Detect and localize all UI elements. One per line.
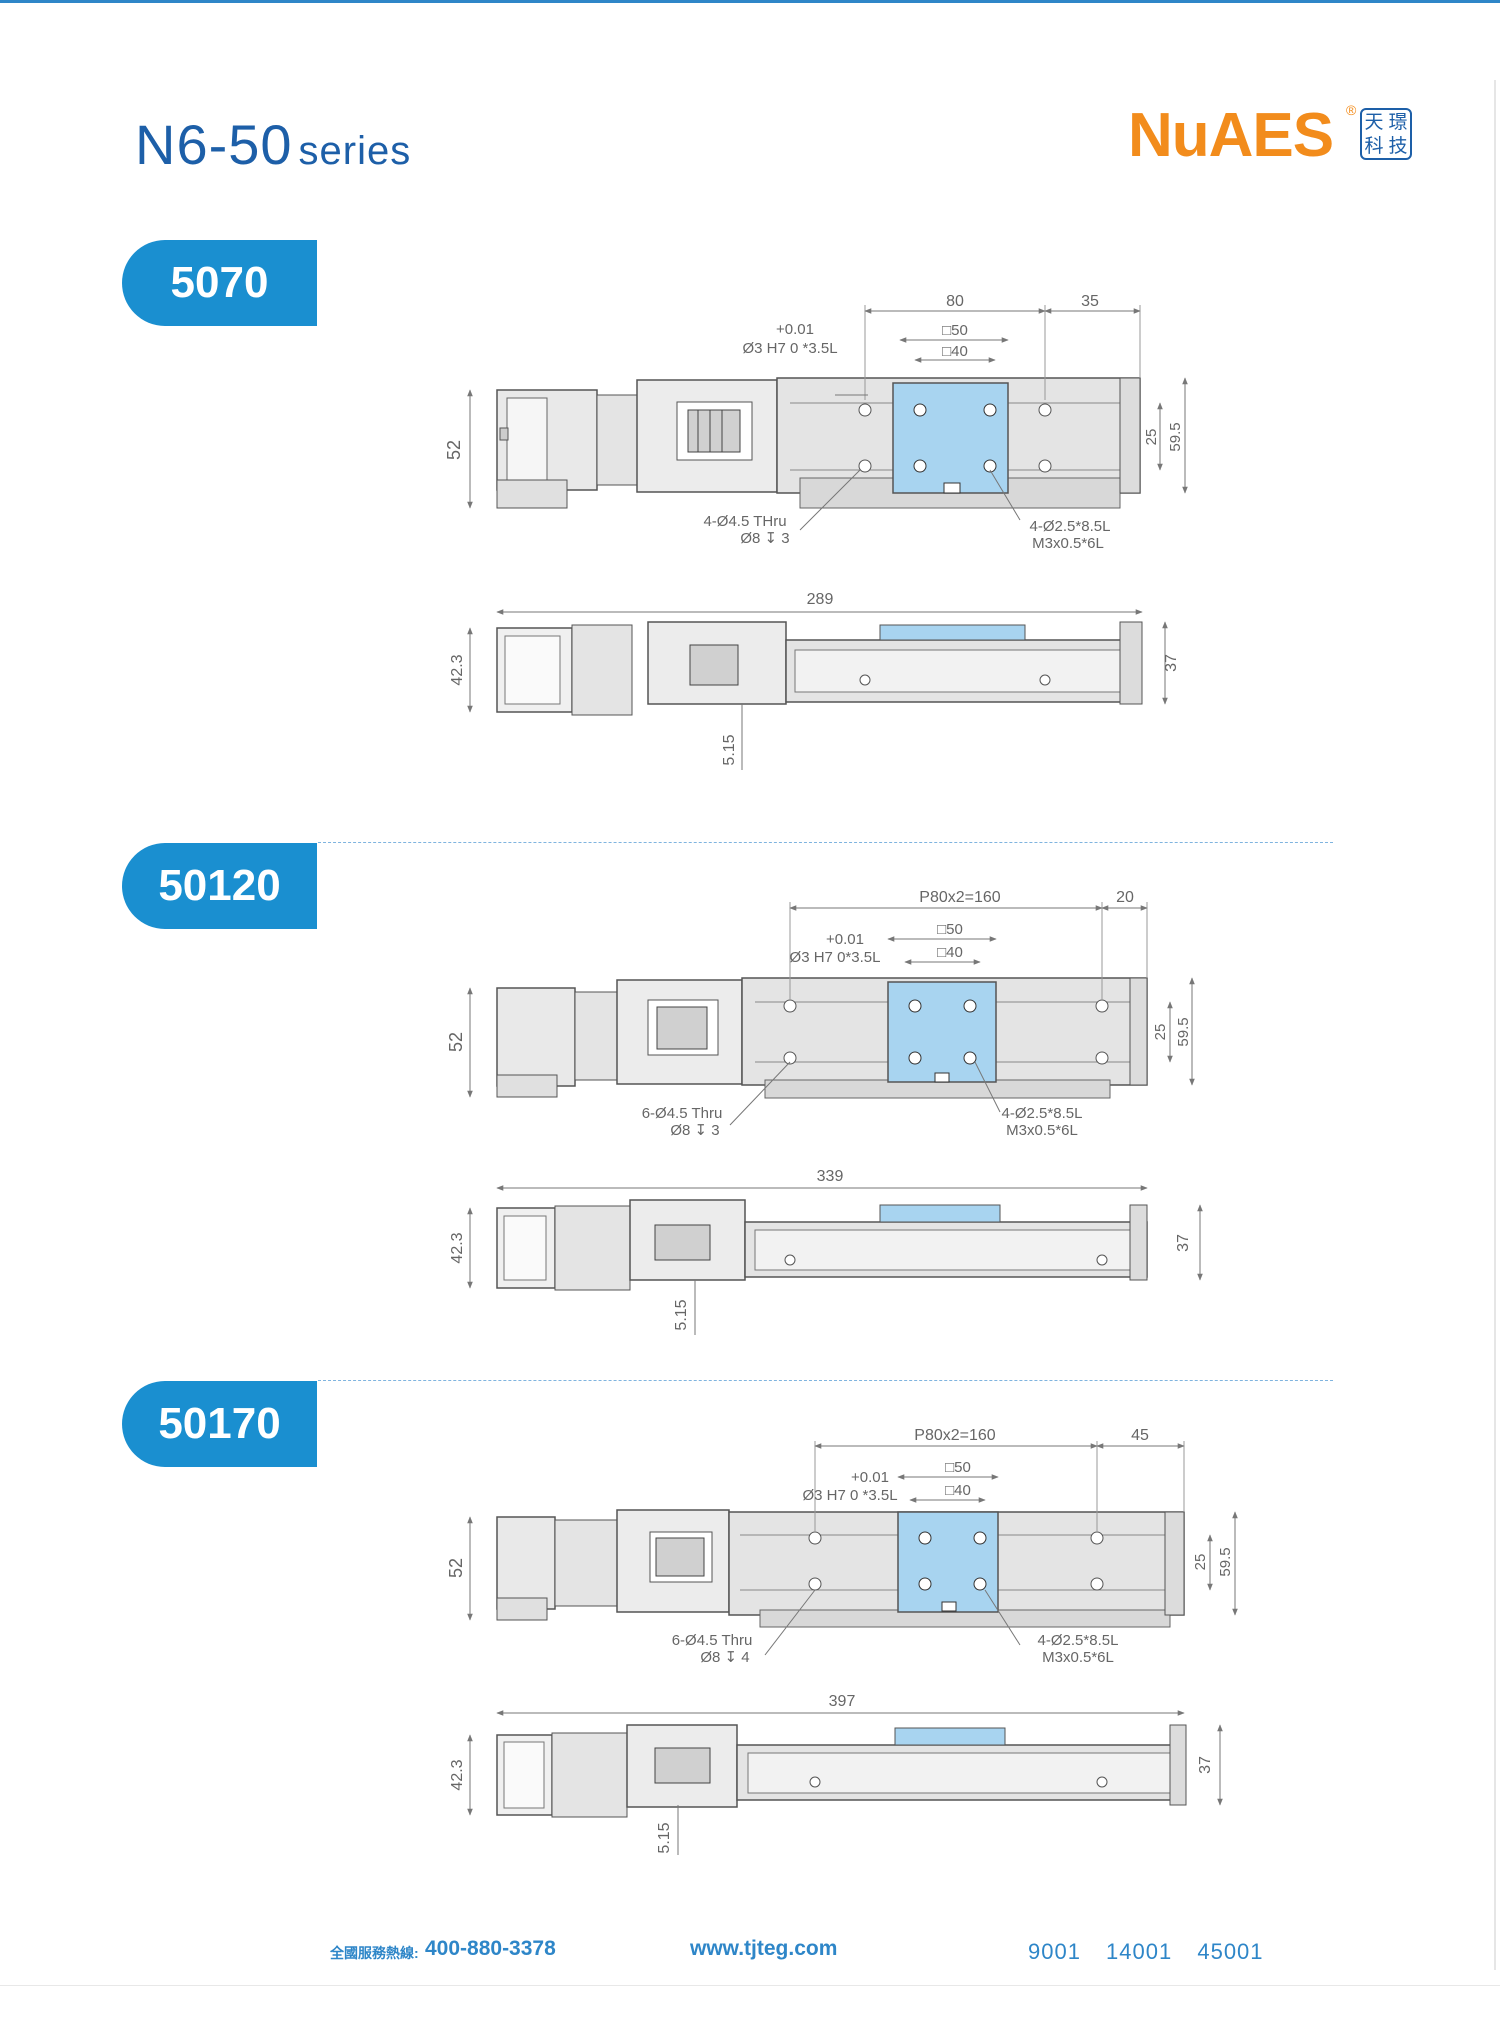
dim-pin-spec: Ø3 H7 0*3.5L bbox=[790, 949, 881, 966]
iso-certifications: 9001 14001 45001 bbox=[1028, 1939, 1264, 1964]
dim-motor-height: 52 bbox=[446, 1032, 466, 1052]
dim-offset: 5.15 bbox=[673, 1299, 690, 1330]
model-badge-50120: 50120 bbox=[122, 843, 317, 929]
dim-square-inner: □40 bbox=[945, 1482, 971, 1499]
dim-square-outer: □50 bbox=[937, 921, 963, 938]
logo-registered-mark: ® bbox=[1346, 102, 1357, 118]
logo-seal: 天 璟 科 技 bbox=[1360, 108, 1412, 160]
dim-tap-spec: M3x0.5*6L bbox=[1042, 1649, 1114, 1666]
dim-pin-spec: Ø3 H7 0 *3.5L bbox=[742, 340, 837, 357]
dim-pitch: P80x2=160 bbox=[919, 889, 1001, 906]
dim-inner-height: 25 bbox=[1143, 429, 1160, 446]
title-series: series bbox=[298, 129, 412, 173]
dim-inner-height: 25 bbox=[1192, 1554, 1209, 1571]
logo-text: NuAES bbox=[1128, 101, 1334, 170]
dim-height: 37 bbox=[1175, 1234, 1192, 1252]
dim-tap-spec: M3x0.5*6L bbox=[1032, 535, 1104, 552]
dim-height: 37 bbox=[1163, 654, 1180, 672]
top-view-5070: 80 35 +0.01 Ø3 H7 0 *3.5L □50 □40 52 25 … bbox=[444, 293, 1188, 552]
seal-char: 天 bbox=[1364, 111, 1384, 133]
dim-pin-tolerance: +0.01 bbox=[826, 931, 864, 948]
dim-pin-spec: Ø3 H7 0 *3.5L bbox=[802, 1487, 897, 1504]
dim-height: 37 bbox=[1197, 1756, 1214, 1774]
dim-tap-holes: 4-Ø2.5*8.5L bbox=[1038, 1632, 1119, 1649]
dim-pin-tolerance: +0.01 bbox=[851, 1469, 889, 1486]
side-view-50120: 339 42.3 37 5.15 bbox=[449, 1168, 1203, 1335]
top-view-50170: P80x2=160 45 +0.01 Ø3 H7 0 *3.5L □50 □40… bbox=[446, 1427, 1238, 1666]
dim-motor-height: 52 bbox=[444, 440, 464, 460]
dim-length: 397 bbox=[829, 1693, 856, 1710]
top-view-50120: P80x2=160 20 +0.01 Ø3 H7 0*3.5L □50 □40 … bbox=[446, 889, 1195, 1139]
dim-end-offset: 45 bbox=[1131, 1427, 1149, 1444]
website-link[interactable]: www.tjteg.com bbox=[690, 1937, 838, 1960]
dim-end-offset: 35 bbox=[1081, 293, 1099, 310]
dim-pin-tolerance: +0.01 bbox=[776, 321, 814, 338]
dim-motor-height: 52 bbox=[446, 1558, 466, 1578]
dim-thru-holes: 4-Ø4.5 THru bbox=[703, 513, 786, 530]
dim-tap-holes: 4-Ø2.5*8.5L bbox=[1002, 1105, 1083, 1122]
dim-thru-holes: 6-Ø4.5 Thru bbox=[642, 1105, 723, 1122]
section-separator bbox=[318, 842, 1333, 843]
page-footer: 全國服務熱線: 400-880-3378 www.tjteg.com 9001 … bbox=[0, 1937, 1500, 1977]
dim-pitch: 80 bbox=[946, 293, 964, 310]
dim-motor-side: 42.3 bbox=[449, 654, 466, 685]
dim-offset: 5.15 bbox=[656, 1822, 673, 1853]
dim-pitch: P80x2=160 bbox=[914, 1427, 996, 1444]
dim-tap-holes: 4-Ø2.5*8.5L bbox=[1030, 518, 1111, 535]
dim-square-inner: □40 bbox=[937, 944, 963, 961]
dim-counterbore: Ø8 ↧ 3 bbox=[740, 530, 789, 547]
dim-counterbore: Ø8 ↧ 3 bbox=[670, 1122, 719, 1139]
dim-square-outer: □50 bbox=[945, 1459, 971, 1476]
seal-char: 科 bbox=[1364, 135, 1384, 157]
dim-length: 339 bbox=[817, 1168, 844, 1185]
page-edge-line bbox=[1494, 80, 1496, 1970]
dim-length: 289 bbox=[807, 591, 834, 608]
model-badge-50170: 50170 bbox=[122, 1381, 317, 1467]
dim-square-outer: □50 bbox=[942, 322, 968, 339]
seal-char: 技 bbox=[1388, 135, 1408, 157]
dim-tap-spec: M3x0.5*6L bbox=[1006, 1122, 1078, 1139]
dim-motor-side: 42.3 bbox=[449, 1759, 466, 1790]
dim-counterbore: Ø8 ↧ 4 bbox=[700, 1649, 749, 1666]
dim-outer-height: 59.5 bbox=[1167, 422, 1184, 451]
section-separator bbox=[318, 1380, 1333, 1381]
dim-end-offset: 20 bbox=[1116, 889, 1134, 906]
hotline-label: 全國服務熱線: bbox=[330, 1945, 419, 1961]
dim-motor-side: 42.3 bbox=[449, 1232, 466, 1263]
title-model: N6-50 bbox=[135, 113, 293, 176]
dim-outer-height: 59.5 bbox=[1175, 1017, 1192, 1046]
side-view-5070: 289 42.3 37 5.15 bbox=[449, 591, 1180, 770]
model-badge-5070: 5070 bbox=[122, 240, 317, 326]
hotline-number: 400-880-3378 bbox=[425, 1937, 556, 1960]
top-accent-line bbox=[0, 0, 1500, 3]
side-view-50170: 397 42.3 37 5.15 bbox=[449, 1693, 1223, 1855]
bottom-line bbox=[0, 1985, 1500, 1986]
dim-square-inner: □40 bbox=[942, 343, 968, 360]
seal-char: 璟 bbox=[1388, 111, 1408, 133]
dim-inner-height: 25 bbox=[1152, 1024, 1169, 1041]
dim-thru-holes: 6-Ø4.5 Thru bbox=[672, 1632, 753, 1649]
dim-offset: 5.15 bbox=[721, 734, 738, 765]
dim-outer-height: 59.5 bbox=[1217, 1547, 1234, 1576]
